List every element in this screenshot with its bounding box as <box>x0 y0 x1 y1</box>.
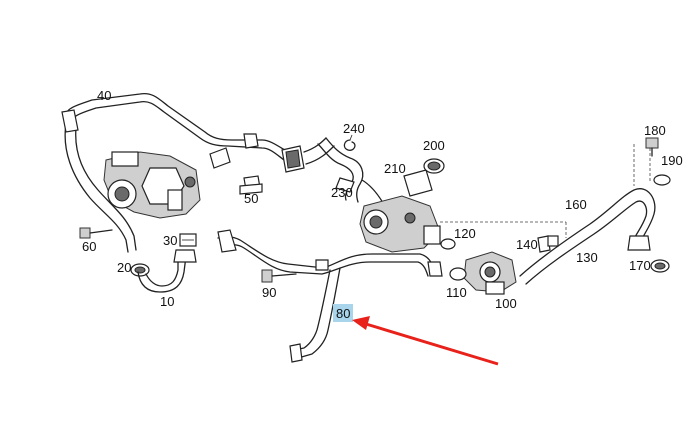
callout-190: 190 <box>661 153 683 168</box>
callout-90: 90 <box>262 285 276 300</box>
callout-80-highlight <box>333 304 353 322</box>
clamp-120 <box>440 238 456 250</box>
callout-180: 180 <box>644 123 666 138</box>
clamp-170 <box>650 259 670 273</box>
clamp-240 <box>343 134 356 151</box>
pipe-80 <box>289 267 341 363</box>
callout-160: 160 <box>565 197 587 212</box>
bolt-180 <box>645 137 659 157</box>
callout-30: 30 <box>163 233 177 248</box>
callout-210: 210 <box>384 161 406 176</box>
callout-50: 50 <box>244 191 258 206</box>
housing-100 <box>463 251 517 295</box>
callout-60: 60 <box>82 239 96 254</box>
callout-140: 140 <box>516 237 538 252</box>
callout-170: 170 <box>629 258 651 273</box>
callout-100: 100 <box>495 296 517 311</box>
hose-230 <box>317 137 364 203</box>
callout-20: 20 <box>117 260 131 275</box>
callout-80: 80 <box>336 306 350 321</box>
callout-40: 40 <box>97 88 111 103</box>
bolt-90 <box>261 269 297 283</box>
callout-10: 10 <box>160 294 174 309</box>
clamp-20 <box>130 263 150 277</box>
callout-230: 230 <box>331 185 353 200</box>
connector-upper <box>281 137 335 173</box>
guide-lines <box>440 144 651 238</box>
callout-200: 200 <box>423 138 445 153</box>
clamp-200 <box>423 158 445 174</box>
clamp-30 <box>179 233 197 247</box>
bolt-60 <box>79 227 113 239</box>
component-block-left <box>103 151 201 219</box>
callout-130: 130 <box>576 250 598 265</box>
callout-240: 240 <box>343 121 365 136</box>
callout-120: 120 <box>454 226 476 241</box>
pipe-130 <box>519 188 656 285</box>
red-arrow <box>352 316 499 366</box>
component-central <box>359 169 441 253</box>
bracket-50 <box>239 175 263 195</box>
clamp-190 <box>653 174 671 186</box>
pipe-40 <box>61 92 289 253</box>
clamp-110 <box>449 267 467 281</box>
bracket-140 <box>537 235 559 253</box>
pipe-middle <box>217 229 443 277</box>
hose-10 <box>137 249 197 293</box>
callout-110: 110 <box>446 285 467 300</box>
